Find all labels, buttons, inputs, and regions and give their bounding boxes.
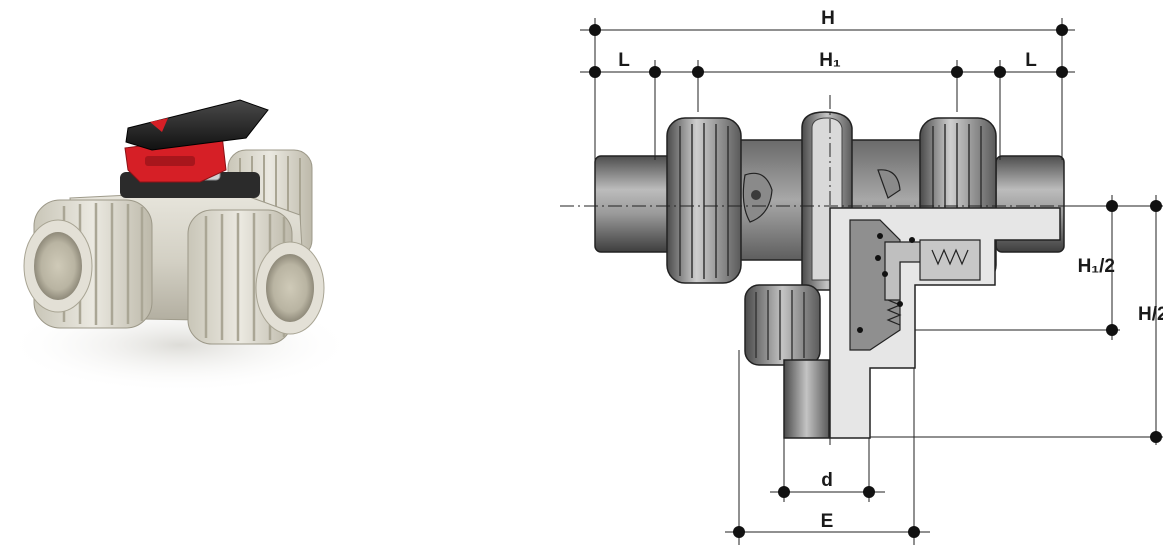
valve-technical-drawing: H H₁ L L H₁/2 H/2 d E <box>560 8 1163 545</box>
dim-label-d: d <box>821 470 833 491</box>
right-union-nut <box>187 209 325 345</box>
dimension-end-points <box>589 24 1162 538</box>
dim-label-E: E <box>821 511 834 532</box>
left-union-nut <box>23 199 153 329</box>
dim-label-H-half: H/2 <box>1138 304 1163 325</box>
dim-label-L-right: L <box>1025 50 1037 71</box>
valve-handle <box>125 99 269 151</box>
dim-label-L-left: L <box>618 50 630 71</box>
valve-side-view <box>560 95 1120 448</box>
dim-label-H1-half: H₁/2 <box>1078 256 1115 277</box>
dim-label-H: H <box>821 8 835 29</box>
dim-label-H1: H₁ <box>819 50 841 71</box>
valve-product-photo <box>5 99 355 393</box>
